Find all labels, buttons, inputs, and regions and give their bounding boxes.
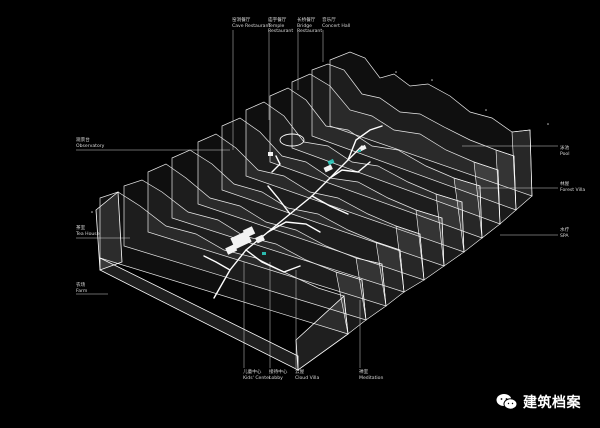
- label-temple-restaurant-en1: Temple: [268, 23, 285, 29]
- label-spa-en: SPA: [560, 233, 569, 239]
- label-tea-house-en: Tea House: [76, 231, 100, 237]
- label-farm-en: Farm: [76, 288, 88, 294]
- front-slab-base: [99, 257, 299, 371]
- label-kids-center: 儿童中心 Kids' Center: [243, 370, 271, 381]
- label-cloud-villa-en: Cloud Villa: [295, 375, 320, 381]
- label-temple-restaurant-zh: 庙宇餐厅: [268, 18, 287, 23]
- label-observatory-zh: 观景台: [76, 138, 90, 143]
- label-concert-hall: 音乐厅 Concert Hall: [322, 18, 350, 29]
- terrain-slices: [99, 51, 533, 335]
- front-slab-left: [95, 191, 123, 271]
- label-spa-zh: 水疗: [560, 228, 570, 233]
- wechat-icon: [496, 394, 518, 410]
- label-spa: 水疗 SPA: [560, 228, 569, 239]
- label-tea-house: 茶室 Tea House: [76, 226, 100, 237]
- label-cloud-villa-zh: 云屋: [295, 370, 305, 375]
- label-cave-restaurant-zh: 窑洞餐厅: [232, 18, 251, 23]
- label-pool: 泳池 Pool: [560, 146, 570, 157]
- label-lobby-zh: 接待中心: [269, 370, 288, 375]
- label-temple-restaurant-en2: Restaurant: [268, 29, 294, 35]
- label-farm: 农场 Farm: [76, 283, 87, 294]
- label-lobby-en: Lobby: [269, 375, 283, 381]
- label-bridge-restaurant-en1: Bridge: [297, 23, 312, 29]
- label-pool-zh: 泳池: [560, 146, 570, 151]
- slice-front-faces: [95, 191, 349, 371]
- label-bridge-restaurant-en2: Restaurant: [297, 29, 323, 35]
- buildings: [225, 144, 367, 255]
- level-markers: [91, 71, 549, 213]
- label-meditation-en: Meditation: [359, 375, 384, 381]
- label-kids-center-en: Kids' Center: [243, 375, 271, 381]
- label-observatory-en: Observatory: [76, 143, 105, 149]
- label-temple-restaurant: 庙宇餐厅 Temple Restaurant: [268, 18, 293, 35]
- label-bridge-restaurant: 长桥餐厅 Bridge Restaurant: [297, 18, 322, 35]
- label-cave-restaurant: 窑洞餐厅 Cave Restaurant: [232, 18, 270, 29]
- label-tea-house-zh: 茶室: [76, 226, 86, 231]
- label-bridge-restaurant-zh: 长桥餐厅: [297, 18, 316, 23]
- label-farm-zh: 农场: [76, 283, 86, 288]
- site-paths: [203, 125, 383, 299]
- right-step-faces: [335, 129, 533, 335]
- label-forest-villa-en: Forest Villa: [560, 187, 586, 193]
- label-forest-villa-zh: 林屋: [560, 182, 570, 187]
- label-cave-restaurant-en: Cave Restaurant: [232, 23, 271, 29]
- label-observatory: 观景台 Observatory: [76, 138, 104, 149]
- label-cloud-villa: 云屋 Cloud Villa: [295, 370, 319, 381]
- watermark: 建筑档案: [496, 392, 581, 412]
- label-lobby: 接待中心 Lobby: [269, 370, 287, 381]
- label-concert-hall-zh: 音乐厅: [322, 18, 336, 23]
- label-forest-villa: 林屋 Forest Villa: [560, 182, 585, 193]
- label-meditation-zh: 禅室: [359, 370, 369, 375]
- label-kids-center-zh: 儿童中心: [243, 370, 262, 375]
- label-meditation: 禅室 Meditation: [359, 370, 383, 381]
- label-pool-en: Pool: [560, 151, 570, 157]
- water-features: [262, 150, 361, 255]
- watermark-text: 建筑档案: [523, 395, 581, 411]
- label-concert-hall-en: Concert Hall: [322, 23, 351, 29]
- leader-lines: [76, 30, 558, 368]
